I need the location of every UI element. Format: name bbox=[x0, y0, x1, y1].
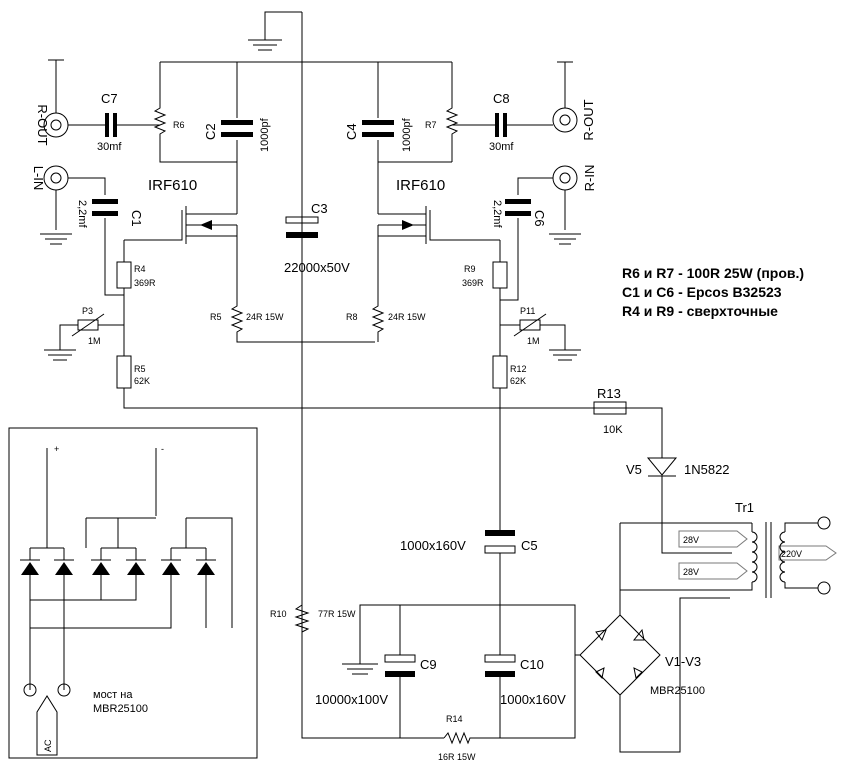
r6-label: R6 bbox=[173, 120, 185, 130]
inset-bridge-box: + - bbox=[8, 427, 258, 759]
left-mosfet-label: IRF610 bbox=[148, 177, 197, 194]
inset-ac-label: AC bbox=[43, 739, 53, 752]
c9-value: 10000x100V bbox=[315, 692, 388, 707]
bridge-part-label: MBR25100 bbox=[650, 685, 705, 697]
inset-note-1: мост на bbox=[93, 689, 133, 701]
r8-label: R8 bbox=[346, 312, 358, 322]
v1v3-label: V1-V3 bbox=[665, 654, 701, 669]
inset-minus-label: - bbox=[161, 444, 164, 454]
r5a-label: R5 bbox=[210, 312, 222, 322]
right-input-jack bbox=[549, 165, 581, 245]
r9-value: 369R bbox=[462, 278, 484, 288]
c7-value: 30mf bbox=[97, 141, 122, 153]
right-mosfet-label: IRF610 bbox=[396, 177, 445, 194]
note-line-3: R4 и R9 - сверхточные bbox=[622, 303, 778, 319]
v5-value: 1N5822 bbox=[684, 462, 730, 477]
note-line-2: C1 и C6 - Epcos B32523 bbox=[622, 284, 782, 300]
c9-label: C9 bbox=[420, 657, 437, 672]
left-output-jack bbox=[43, 59, 69, 138]
r8-value: 24R 15W bbox=[388, 312, 426, 322]
c6-label: C6 bbox=[532, 210, 547, 227]
r9-label: R9 bbox=[464, 264, 476, 274]
c5-label: C5 bbox=[521, 538, 538, 553]
r5a-value: 24R 15W bbox=[246, 312, 284, 322]
left-input-jack bbox=[40, 165, 72, 245]
c8-label: C8 bbox=[493, 91, 510, 106]
r14-value: 16R 15W bbox=[438, 752, 476, 762]
right-rout-label: R-OUT bbox=[581, 99, 596, 140]
p3-label: P3 bbox=[82, 306, 93, 316]
p3-value: 1M bbox=[88, 336, 101, 346]
p11-label: P11 bbox=[520, 306, 535, 316]
p11-value: 1M bbox=[527, 336, 540, 346]
c3-label: C3 bbox=[311, 201, 328, 216]
r13-label: R13 bbox=[597, 386, 621, 401]
note-line-1: R6 и R7 - 100R 25W (пров.) bbox=[622, 265, 804, 281]
r12-value: 62K bbox=[510, 376, 526, 386]
r10-value: 77R 15W bbox=[318, 609, 356, 619]
c7-label: C7 bbox=[101, 91, 118, 106]
main-bridge-rectifier bbox=[359, 523, 730, 753]
mains-terminal-bottom bbox=[817, 581, 831, 595]
r5b-label: R5 bbox=[134, 364, 146, 374]
r10-label: R10 bbox=[270, 609, 287, 619]
v5-diode-symbol bbox=[646, 457, 678, 476]
r5b-value: 62K bbox=[134, 376, 150, 386]
tr-28v-b: 28V bbox=[683, 567, 699, 577]
c10-value: 1000x160V bbox=[500, 692, 566, 707]
right-output-jack bbox=[552, 61, 578, 133]
c4-label: C4 bbox=[344, 123, 359, 140]
c8-value: 30mf bbox=[489, 141, 514, 153]
top-ground-symbol bbox=[248, 11, 302, 51]
c2-value: 1000pf bbox=[259, 117, 271, 152]
inset-plus-label: + bbox=[54, 444, 59, 454]
r13-value: 10K bbox=[603, 424, 623, 436]
right-rin-label: R-IN bbox=[582, 165, 597, 192]
c5-value: 1000x160V bbox=[400, 538, 466, 553]
tr1-label: Tr1 bbox=[735, 500, 754, 515]
r4-label: R4 bbox=[134, 264, 146, 274]
v5-label: V5 bbox=[626, 462, 642, 477]
c1-value: 2,2mf bbox=[76, 200, 88, 228]
bottom-ground-symbol bbox=[342, 655, 378, 675]
r7-label: R7 bbox=[425, 120, 437, 130]
left-rout-label: R-OUT bbox=[35, 104, 50, 145]
c1-label: C1 bbox=[129, 210, 144, 227]
tr-28v-a: 28V bbox=[683, 535, 699, 545]
c2-label: C2 bbox=[203, 123, 218, 140]
c6-value: 2,2mf bbox=[491, 200, 503, 228]
c3-value: 22000x50V bbox=[284, 260, 350, 275]
r12-label: R12 bbox=[510, 364, 527, 374]
c4-value: 1000pf bbox=[401, 117, 413, 152]
left-lin-label: L-IN bbox=[31, 166, 46, 191]
r14-label: R14 bbox=[446, 714, 463, 724]
inset-note-2: MBR25100 bbox=[93, 703, 148, 715]
r4-value: 369R bbox=[134, 278, 156, 288]
tr-220v: 220V bbox=[781, 549, 802, 559]
mains-terminal-top bbox=[817, 516, 831, 530]
c10-label: C10 bbox=[520, 657, 544, 672]
